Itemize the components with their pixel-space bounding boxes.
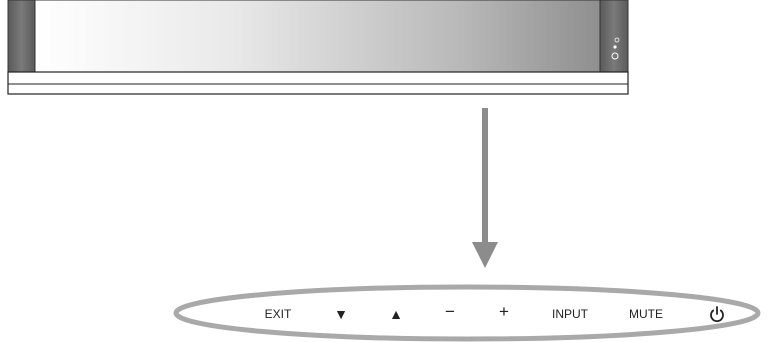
right-bezel — [599, 0, 629, 73]
power-button-icon[interactable] — [709, 305, 725, 323]
button-sensor-icon — [611, 52, 619, 60]
input-button[interactable]: INPUT — [552, 307, 588, 321]
remote-sensor-icon — [614, 37, 620, 43]
arrow-head-icon — [472, 242, 498, 268]
arrow-shaft — [482, 108, 488, 243]
left-bezel — [7, 0, 36, 73]
plus-button[interactable]: + — [499, 302, 509, 321]
screen — [34, 0, 601, 73]
down-button[interactable]: ▼ — [334, 306, 348, 322]
power-led-icon — [613, 45, 617, 49]
control-panel-oval — [173, 284, 761, 342]
bottom-frame — [7, 71, 629, 95]
up-button[interactable]: ▲ — [389, 306, 403, 322]
minus-button[interactable]: − — [445, 302, 455, 321]
mute-button[interactable]: MUTE — [629, 307, 663, 321]
exit-button[interactable]: EXIT — [264, 307, 292, 321]
